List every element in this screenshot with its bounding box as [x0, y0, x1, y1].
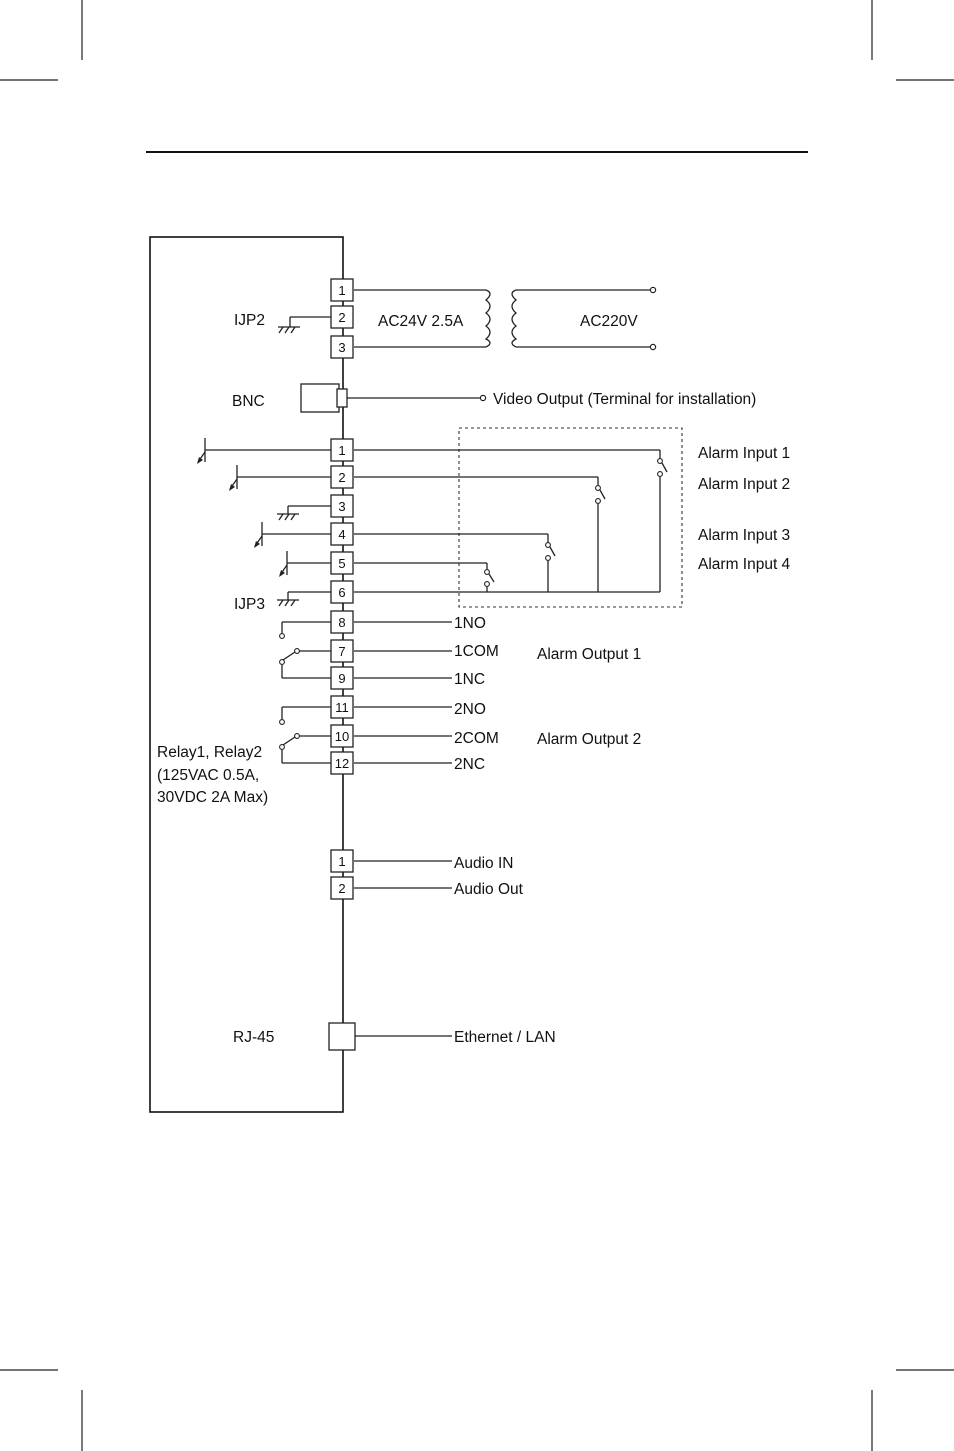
relay-terminal-12: 12 — [335, 756, 349, 771]
relay-terminal-11: 11 — [335, 700, 349, 715]
audio-wiring — [354, 860, 452, 889]
power-terminal-3: 3 — [338, 340, 345, 355]
device-enclosure — [149, 236, 344, 1113]
alarm-input-terminals: 1 2 3 4 5 6 — [330, 438, 354, 604]
relay-terminal-9: 9 — [338, 671, 345, 686]
signal-1no: 1NO — [454, 615, 486, 632]
ac220v-label: AC220V — [580, 313, 638, 330]
rj45-connector — [328, 1022, 452, 1051]
alarm-input-wiring — [197, 438, 668, 607]
input-terminal-3: 3 — [338, 499, 345, 514]
alarm-input-4-label: Alarm Input 4 — [698, 556, 791, 573]
input-terminal-4: 4 — [338, 527, 345, 542]
power-section — [278, 286, 657, 351]
relay-terminal-7: 7 — [338, 644, 345, 659]
ac24v-label: AC24V 2.5A — [378, 313, 464, 330]
audio-out-label: Audio Out — [454, 881, 524, 898]
signal-2no: 2NO — [454, 701, 486, 718]
audio-terminal-1: 1 — [338, 854, 345, 869]
audio-terminals: 1 2 — [330, 849, 354, 900]
input-terminal-1: 1 — [338, 443, 345, 458]
signal-1nc: 1NC — [454, 671, 485, 688]
ijp2-label: IJP2 — [234, 312, 265, 329]
alarm-input-2-label: Alarm Input 2 — [698, 476, 790, 493]
input-terminal-2: 2 — [338, 470, 345, 485]
signal-2nc: 2NC — [454, 756, 485, 773]
alarm-input-enclosure — [458, 427, 683, 608]
rj45-label: RJ-45 — [233, 1029, 274, 1046]
audio-in-label: Audio IN — [454, 855, 513, 872]
relay-rating-line-1: Relay1, Relay2 — [157, 744, 262, 761]
audio-terminal-2: 2 — [338, 881, 345, 896]
input-terminal-5: 5 — [338, 556, 345, 571]
signal-1com: 1COM — [454, 643, 499, 660]
power-terminal-2: 2 — [338, 310, 345, 325]
input-terminal-6: 6 — [338, 585, 345, 600]
relay-terminal-8: 8 — [338, 615, 345, 630]
power-terminal-1: 1 — [338, 283, 345, 298]
signal-2com: 2COM — [454, 730, 499, 747]
alarm-input-3-label: Alarm Input 3 — [698, 527, 790, 544]
relay-terminal-10: 10 — [335, 729, 349, 744]
relay-rating-line-3: 30VDC 2A Max) — [157, 789, 268, 806]
alarm-input-1-label: Alarm Input 1 — [698, 445, 790, 462]
bnc-connector — [300, 383, 487, 413]
power-terminals: 1 2 3 — [330, 278, 354, 359]
bnc-label: BNC — [232, 393, 265, 410]
video-output-label: Video Output (Terminal for installation) — [493, 391, 756, 408]
ethernet-label: Ethernet / LAN — [454, 1029, 556, 1046]
ijp3-label: IJP3 — [234, 596, 265, 613]
relay-terminals: 8 7 9 11 10 12 — [330, 610, 354, 775]
relay-rating-line-2: (125VAC 0.5A, — [157, 767, 259, 784]
alarm-output-2-label: Alarm Output 2 — [537, 731, 641, 748]
alarm-output-1-label: Alarm Output 1 — [537, 646, 641, 663]
relay-wiring — [279, 621, 452, 764]
